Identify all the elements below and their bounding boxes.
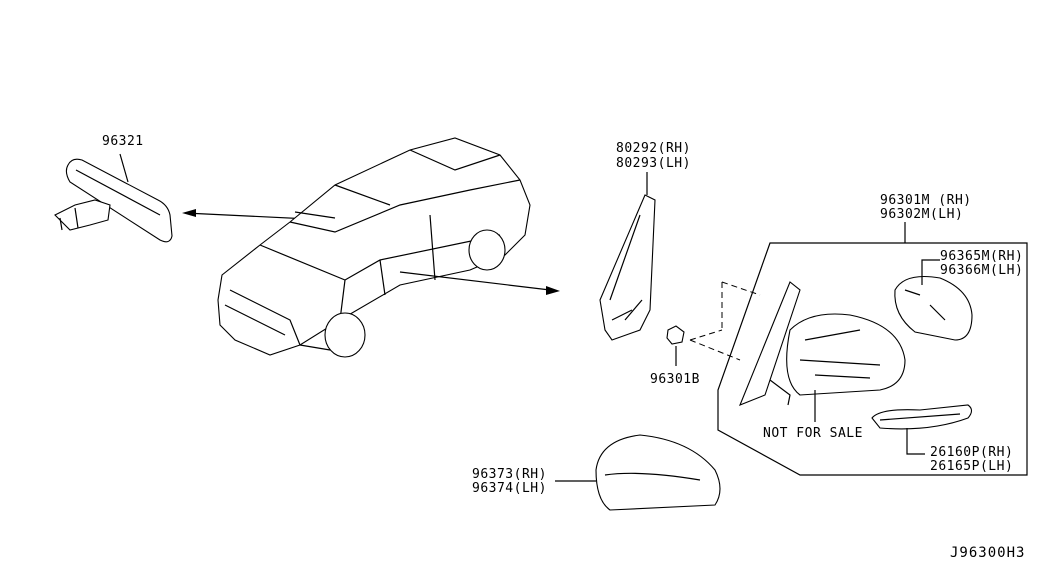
part-label-96302m-lh[interactable]: 96302M(LH): [880, 207, 964, 222]
part-label-96373-rh[interactable]: 96373(RH): [472, 467, 547, 482]
vehicle-illustration: [217, 137, 531, 358]
part-label-26160p-rh[interactable]: 26160P(RH): [930, 445, 1014, 460]
part-label-26165p-lh[interactable]: 26165P(LH): [930, 459, 1014, 474]
part-label-96374-lh[interactable]: 96374(LH): [472, 481, 547, 496]
part-label-80293-lh[interactable]: 80293(LH): [616, 156, 691, 171]
not-for-sale-note: NOT FOR SALE: [763, 426, 863, 441]
part-label-96366m-lh[interactable]: 96366M(LH): [940, 263, 1024, 278]
corner-cover-part: [599, 194, 656, 341]
inner-mirror-part: [54, 158, 173, 243]
part-label-96301m-rh[interactable]: 96301M (RH): [880, 193, 972, 208]
nut-part: [666, 325, 685, 345]
part-label-80292-rh[interactable]: 80292(RH): [616, 141, 691, 156]
mirror-cover-part: [595, 434, 721, 511]
part-label-96301b[interactable]: 96301B: [650, 372, 700, 387]
door-mirror-part: [739, 281, 906, 406]
mirror-glass-part: [894, 275, 973, 341]
part-label-96321[interactable]: 96321: [102, 134, 144, 149]
part-label-96365m-rh[interactable]: 96365M(RH): [940, 249, 1024, 264]
diagram-code: J96300H3: [950, 545, 1026, 561]
turn-lamp-part: [871, 404, 973, 430]
